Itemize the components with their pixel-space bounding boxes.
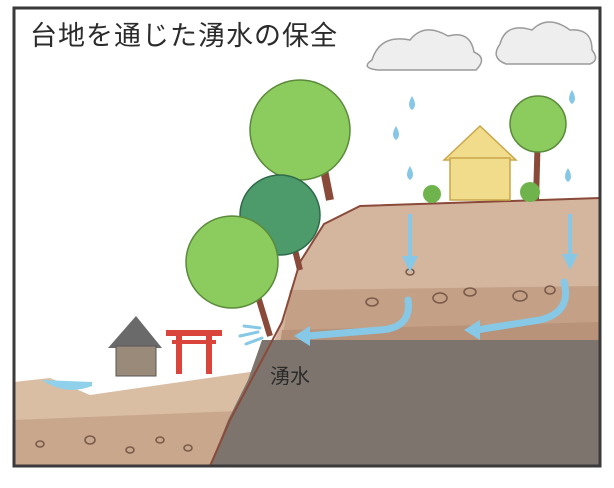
trees-slope	[185, 79, 351, 337]
bedrock	[210, 340, 600, 466]
lowland-pond	[42, 380, 92, 390]
groundwater-flow	[302, 278, 569, 340]
frame	[12, 6, 602, 468]
plateau-tree	[423, 95, 567, 203]
spring-spray	[238, 324, 264, 346]
spring-water-label: 湧水	[270, 364, 310, 388]
clouds	[366, 21, 597, 71]
flow-arrowheads	[294, 320, 480, 346]
shrine	[108, 316, 162, 377]
pebbles	[35, 268, 556, 454]
raindrops	[393, 90, 575, 182]
infiltration-arrows	[402, 214, 578, 272]
diagram-title: 台地を通じた湧水の保全	[30, 21, 338, 52]
house	[442, 124, 518, 201]
lowland-lower-layer	[14, 410, 262, 466]
torii	[166, 330, 222, 374]
hill-edge	[209, 197, 600, 466]
